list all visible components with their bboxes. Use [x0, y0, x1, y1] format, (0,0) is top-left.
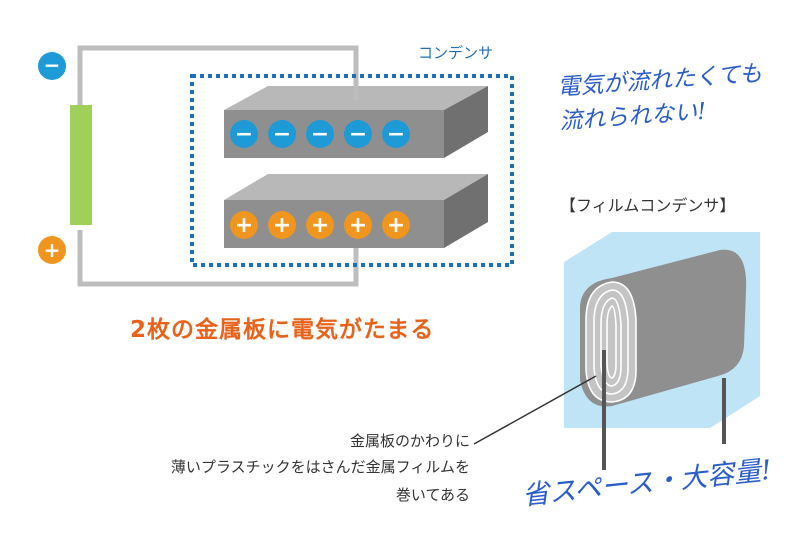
film-description-line1: 金属板のかわりに — [349, 432, 470, 450]
film-description-line3: 巻いてある — [395, 486, 470, 504]
positive-charge-symbol: + — [311, 213, 329, 238]
negative-charge-icon: − — [306, 120, 334, 148]
positive-charges: + + + + + — [230, 211, 410, 239]
positive-charge-symbol: + — [387, 213, 405, 238]
negative-charge-icon: − — [268, 120, 296, 148]
svg-text:−: − — [44, 53, 61, 77]
positive-charge-icon: + — [344, 211, 372, 239]
main-caption: 2枚の金属板に電気がたまる — [130, 317, 435, 343]
negative-charge-symbol: − — [311, 122, 329, 147]
negative-charge-icon: − — [230, 120, 258, 148]
negative-charge-symbol: − — [273, 122, 291, 147]
positive-charge-symbol: + — [273, 213, 291, 238]
positive-charge-icon: + — [230, 211, 258, 239]
film-description-line2: 薄いプラスチックをはさんだ金属フィルムを — [170, 458, 470, 476]
negative-charge-symbol: − — [235, 122, 253, 147]
film-callout-line — [473, 375, 597, 445]
positive-charge-icon: + — [306, 211, 334, 239]
positive-charge-symbol: + — [349, 213, 367, 238]
capacitor-dotted-frame — [190, 74, 514, 267]
svg-text:+: + — [44, 238, 61, 262]
film-capacitor-title: 【フィルムコンデンサ】 — [560, 196, 736, 215]
bottom-metal-plate — [224, 174, 488, 248]
negative-charge-symbol: − — [387, 122, 405, 147]
capacitor-label: コンデンサ — [418, 44, 494, 62]
negative-charges: −−−−− — [230, 120, 410, 148]
circuit-wires — [77, 45, 359, 287]
positive-charge-icon: + — [268, 211, 296, 239]
film-roll-end-icon — [585, 281, 637, 403]
positive-charge-symbol: + — [235, 213, 253, 238]
negative-charge-icon: − — [382, 120, 410, 148]
resistor — [70, 105, 92, 225]
negative-charge-symbol: − — [349, 122, 367, 147]
negative-charge-icon: − — [344, 120, 372, 148]
positive-charge-icon: + — [382, 211, 410, 239]
film-capacitor-illustration — [473, 232, 760, 470]
positive-terminal-icon: + — [38, 236, 66, 264]
negative-terminal-icon: − — [38, 52, 66, 80]
